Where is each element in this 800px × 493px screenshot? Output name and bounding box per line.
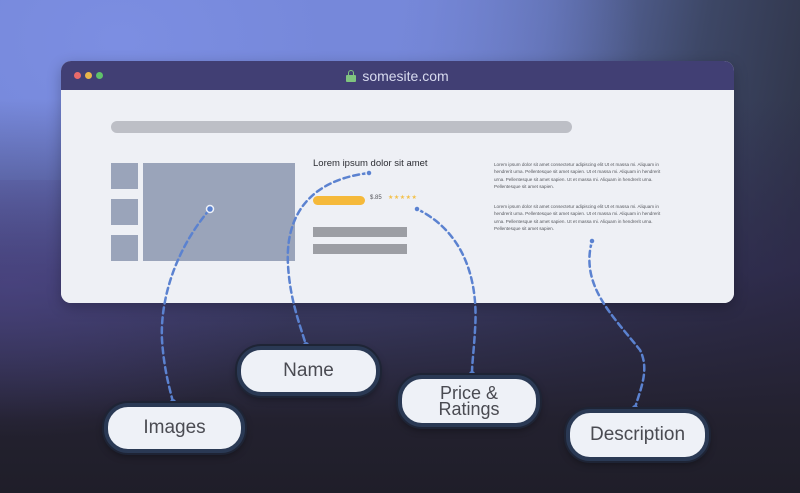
thumbnail-3[interactable]: [111, 235, 138, 261]
label-images-text: Images: [143, 417, 206, 438]
browser-window: somesite.com Lorem ipsum dolor sit amet …: [61, 61, 734, 303]
maximize-dot-icon[interactable]: [96, 72, 103, 79]
lock-icon: [346, 69, 357, 82]
label-name: Name: [237, 346, 380, 396]
window-controls: [74, 72, 103, 79]
label-price-ratings: Price & Ratings: [398, 375, 540, 427]
label-images: Images: [104, 403, 245, 453]
add-to-cart-button[interactable]: [313, 196, 365, 205]
label-description: Description: [566, 409, 709, 461]
search-bar-placeholder[interactable]: [111, 121, 572, 133]
detail-bar-1: [313, 227, 407, 237]
minimize-dot-icon[interactable]: [85, 72, 92, 79]
thumbnail-2[interactable]: [111, 199, 138, 225]
label-name-text: Name: [283, 360, 334, 381]
product-name: Lorem ipsum dolor sit amet: [313, 158, 428, 169]
rating-stars-icon: ★★★★★: [388, 194, 418, 201]
description-paragraph-2: Lorem ipsum dolor sit amet consectetur a…: [494, 204, 661, 232]
label-price-text-2: Ratings: [438, 399, 500, 419]
url-text: somesite.com: [362, 67, 449, 84]
thumbnail-1[interactable]: [111, 163, 138, 189]
product-price: $.85: [370, 195, 382, 201]
label-price-text-1: Price &: [439, 383, 499, 403]
detail-bar-2: [313, 244, 407, 254]
address-bar[interactable]: somesite.com: [346, 67, 449, 84]
page-content: Lorem ipsum dolor sit amet $.85 ★★★★★ Lo…: [61, 90, 734, 303]
close-dot-icon[interactable]: [74, 72, 81, 79]
product-main-image: [143, 163, 295, 261]
browser-titlebar: somesite.com: [61, 61, 734, 90]
label-description-text: Description: [589, 424, 686, 445]
description-paragraph-1: Lorem ipsum dolor sit amet consectetur a…: [494, 162, 661, 190]
